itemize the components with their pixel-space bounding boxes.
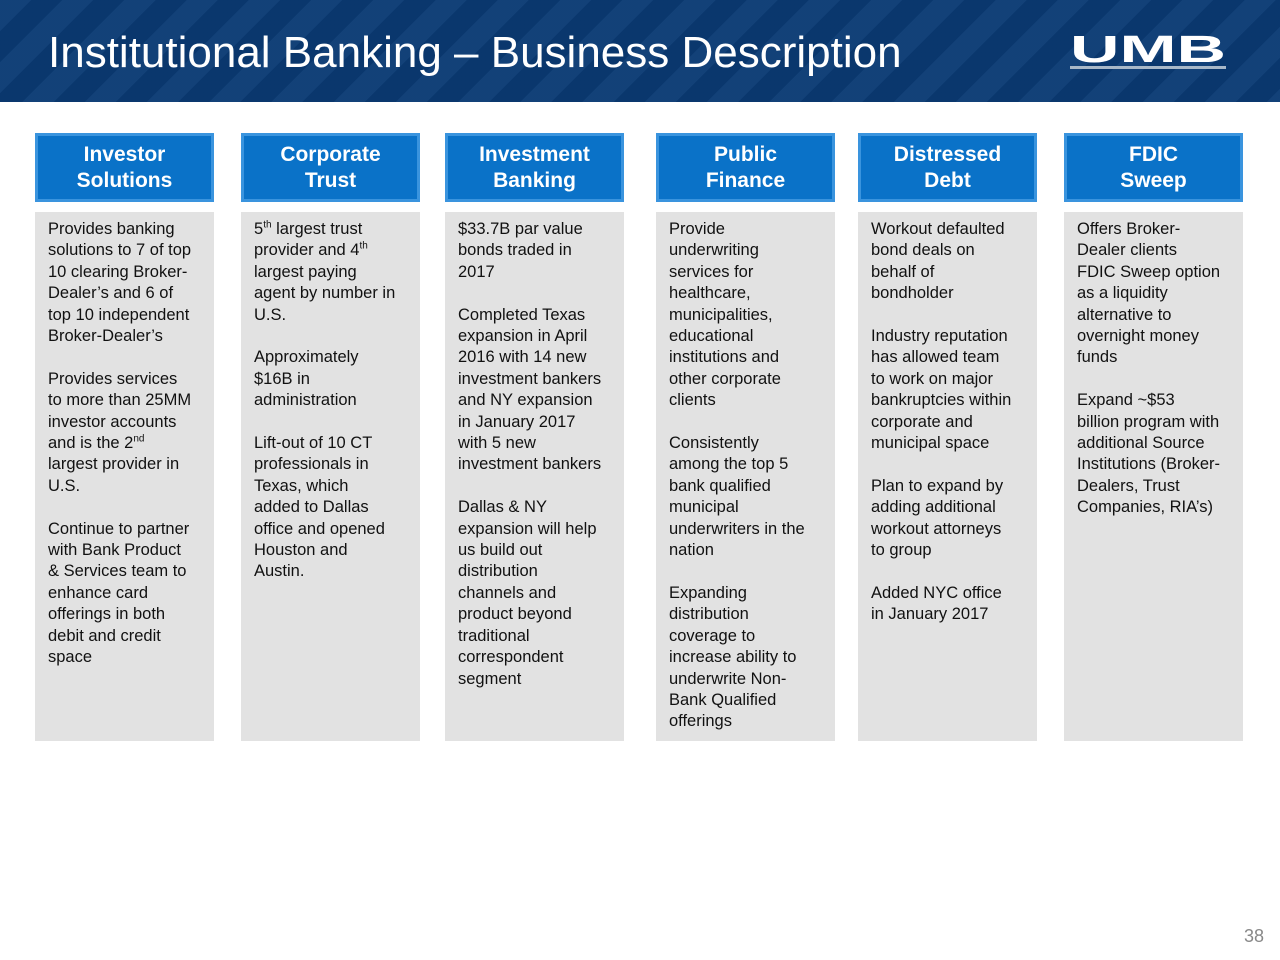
- column-paragraph: 5th largest trust provider and 4th large…: [254, 219, 412, 326]
- column-paragraph: Expand ~$53 billion program with additio…: [1077, 390, 1235, 518]
- column-paragraph: Continue to partner with Bank Product & …: [48, 519, 206, 669]
- text-segment: Consistently among the top 5 bank qualif…: [669, 434, 805, 560]
- column-paragraph: Completed Texas expansion in April 2016 …: [458, 305, 616, 476]
- text-segment: Expand ~$53 billion program with additio…: [1077, 391, 1221, 517]
- ordinal-suffix: th: [359, 240, 368, 252]
- column-body: Provides banking solutions to 7 of top 1…: [35, 212, 214, 741]
- column-paragraph: Industry reputation has allowed team to …: [871, 326, 1029, 454]
- column-header-line: FDIC: [1129, 142, 1178, 166]
- column-paragraph: Workout defaulted bond deals on behalf o…: [871, 219, 1029, 305]
- ordinal-suffix: nd: [133, 433, 145, 445]
- column-paragraph: Provides banking solutions to 7 of top 1…: [48, 219, 206, 347]
- text-segment: Provides banking solutions to 7 of top 1…: [48, 220, 192, 346]
- text-segment: Dallas & NY expansion will help us build…: [458, 498, 597, 688]
- column-body: Provide underwriting services for health…: [656, 212, 835, 741]
- text-segment: Plan to expand by adding additional work…: [871, 476, 1004, 560]
- column-paragraph: $33.7B par value bonds traded in 2017: [458, 219, 616, 283]
- column-paragraph: Consistently among the top 5 bank qualif…: [669, 433, 827, 561]
- column-header-line: Investment: [479, 142, 590, 166]
- ordinal-suffix: th: [263, 219, 272, 231]
- column-paragraph: Offers Broker- Dealer clients FDIC Sweep…: [1077, 219, 1235, 369]
- page-number: 38: [1243, 926, 1264, 946]
- column-paragraph: Approximately $16B in administration: [254, 347, 412, 411]
- column-header-line: Distressed: [893, 142, 1002, 166]
- column-header-line: Investor: [83, 142, 166, 166]
- column-header-line: Corporate: [280, 142, 381, 166]
- column-paragraph: Lift-out of 10 CT professionals in Texas…: [254, 433, 412, 583]
- column-header-line: Solutions: [76, 168, 173, 192]
- column-body: Workout defaulted bond deals on behalf o…: [858, 212, 1037, 741]
- column-paragraph: Expanding distribution coverage to incre…: [669, 583, 827, 733]
- text-segment: Continue to partner with Bank Product & …: [48, 519, 190, 667]
- text-segment: 5: [254, 220, 264, 238]
- text-segment: Added NYC office in January 2017: [871, 583, 1002, 624]
- text-segment: largest paying agent by number in U.S.: [254, 262, 396, 324]
- column-body: Offers Broker- Dealer clients FDIC Sweep…: [1064, 212, 1243, 741]
- column-header-line: Finance: [705, 168, 786, 192]
- column-body: 5th largest trust provider and 4th large…: [241, 212, 420, 741]
- column-paragraph: Added NYC office in January 2017: [871, 583, 1029, 626]
- column-header-line: Debt: [924, 168, 971, 192]
- logo-text: UMB: [1070, 32, 1226, 70]
- text-segment: Completed Texas expansion in April 2016 …: [458, 305, 602, 474]
- column-paragraph: Plan to expand by adding additional work…: [871, 476, 1029, 562]
- umb-logo-icon: UMB: [1070, 32, 1226, 70]
- column-header-line: Sweep: [1120, 168, 1187, 192]
- text-segment: Provide underwriting services for health…: [669, 220, 781, 410]
- text-segment: Expanding distribution coverage to incre…: [669, 583, 797, 731]
- column-header-line: Public: [713, 142, 777, 166]
- column-paragraph: Provide underwriting services for health…: [669, 219, 827, 412]
- column-header-line: Trust: [304, 168, 357, 192]
- slide-title: Institutional Banking – Business Descrip…: [48, 28, 902, 77]
- text-segment: Workout defaulted bond deals on behalf o…: [871, 220, 1005, 303]
- text-segment: Approximately $16B in administration: [254, 348, 359, 410]
- text-segment: Offers Broker- Dealer clients FDIC Sweep…: [1077, 220, 1221, 367]
- text-segment: largest provider in U.S.: [48, 455, 180, 495]
- header-banner: Institutional Banking – Business Descrip…: [0, 0, 1280, 102]
- text-segment: Industry reputation has allowed team to …: [871, 327, 1012, 453]
- text-segment: Lift-out of 10 CT professionals in Texas…: [254, 434, 385, 581]
- text-segment: $33.7B par value bonds traded in 2017: [458, 220, 583, 281]
- column-header-line: Banking: [493, 168, 576, 192]
- text-segment: Provides services to more than 25MM inve…: [48, 369, 192, 453]
- column-paragraph: Dallas & NY expansion will help us build…: [458, 497, 616, 690]
- column-paragraph: Provides services to more than 25MM inve…: [48, 369, 206, 497]
- text-segment: largest trust provider and 4: [254, 220, 363, 260]
